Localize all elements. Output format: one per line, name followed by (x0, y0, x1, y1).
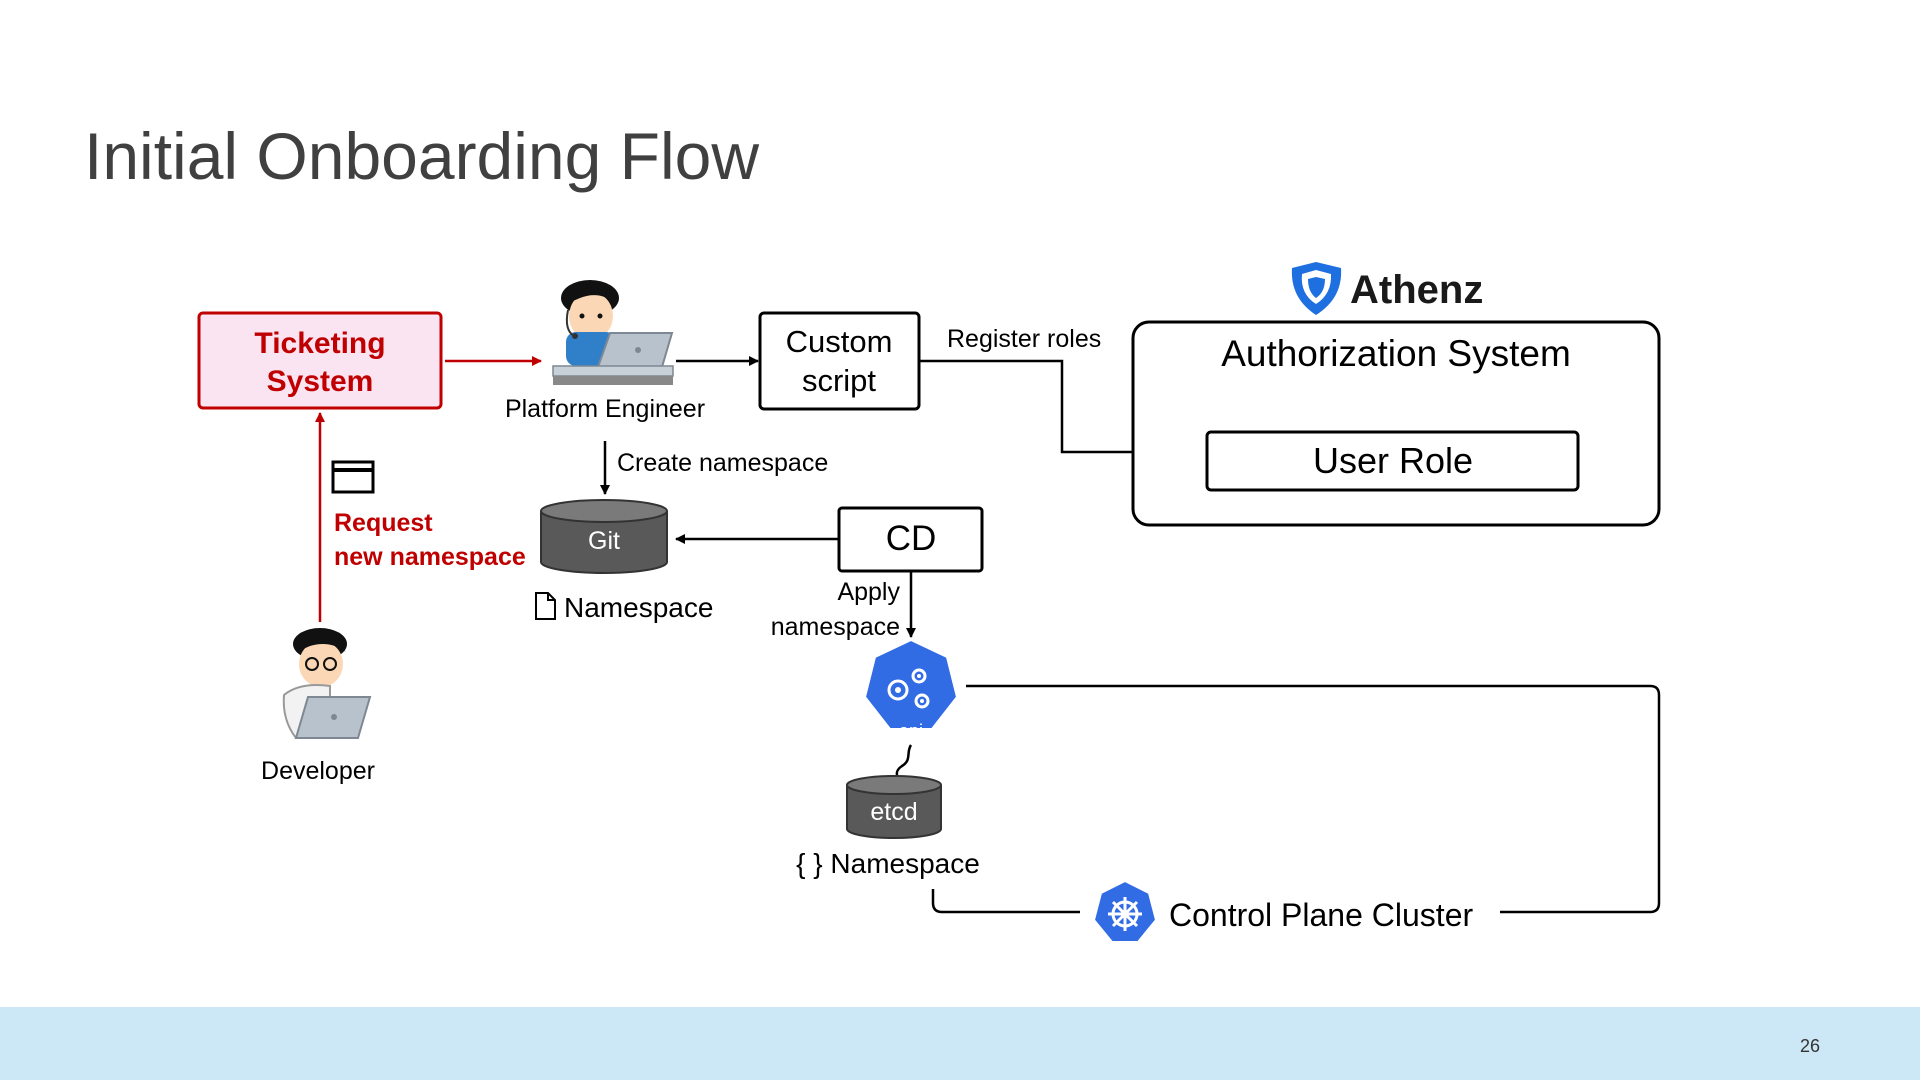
api-server-icon (863, 638, 959, 730)
cluster-outline-right (966, 684, 1661, 914)
api-label: api (899, 721, 923, 741)
developer-icon (282, 628, 372, 739)
athenz-brand-text: Athenz (1350, 268, 1483, 312)
ticketing-system-node: Ticketing System (197, 311, 443, 410)
create-namespace-label: Create namespace (617, 449, 828, 477)
etcd-cylinder-top (846, 775, 942, 795)
platform-engineer-label: Platform Engineer (505, 395, 705, 423)
git-label: Git (588, 527, 620, 555)
git-repository-node: Git Namespace (535, 499, 713, 623)
document-icon (535, 592, 556, 620)
user-role-label: User Role (1313, 440, 1473, 481)
authorization-system-label: Authorization System (1221, 333, 1571, 374)
request-label-line1: Request (334, 509, 433, 537)
footer-bar (0, 1007, 1920, 1080)
etcd-namespace-label: { } Namespace (796, 848, 980, 879)
ticketing-label-line1: Ticketing (254, 327, 385, 360)
athenz-logo: Athenz (1291, 262, 1483, 315)
custom-script-node: Custom script (758, 311, 921, 411)
request-namespace-group: Request new namespace (331, 460, 526, 571)
request-label-line2: new namespace (334, 543, 526, 571)
etcd-label: etcd (870, 798, 917, 826)
control-plane-cluster-node: Control Plane Cluster (1092, 879, 1473, 943)
git-cylinder-body (540, 511, 668, 574)
developer-label: Developer (261, 757, 375, 785)
register-roles-label: Register roles (947, 325, 1101, 353)
api-server-node: api (863, 638, 959, 741)
authorization-system-node: Authorization System User Role (1131, 320, 1661, 527)
cd-box (837, 506, 984, 573)
developer-node: Developer (261, 628, 375, 785)
page-number: 26 (1800, 1036, 1821, 1056)
git-cylinder-top (540, 499, 668, 523)
browser-window-icon (331, 460, 375, 494)
apply-label-line1: Apply (837, 578, 900, 606)
etcd-node: etcd { } Namespace (796, 775, 980, 879)
custom-script-line2: script (802, 363, 876, 398)
platform-engineer-icon (552, 280, 674, 385)
apply-label-line2: namespace (771, 613, 900, 641)
page-title: Initial Onboarding Flow (84, 119, 760, 193)
cd-node: CD (837, 506, 984, 573)
control-plane-cluster-label: Control Plane Cluster (1169, 897, 1473, 933)
ticketing-label-line2: System (267, 365, 374, 398)
cd-label: CD (886, 519, 937, 558)
platform-engineer-node: Platform Engineer (505, 280, 705, 423)
api-etcd-link (895, 744, 913, 779)
git-namespace-label: Namespace (564, 592, 713, 623)
custom-script-line1: Custom (786, 324, 893, 359)
ticketing-system-box (197, 311, 443, 410)
cluster-outline-left (931, 889, 1080, 914)
custom-script-box (758, 311, 921, 411)
etcd-cylinder-body (846, 785, 942, 839)
user-role-box (1205, 430, 1580, 492)
connectors (315, 356, 1661, 914)
